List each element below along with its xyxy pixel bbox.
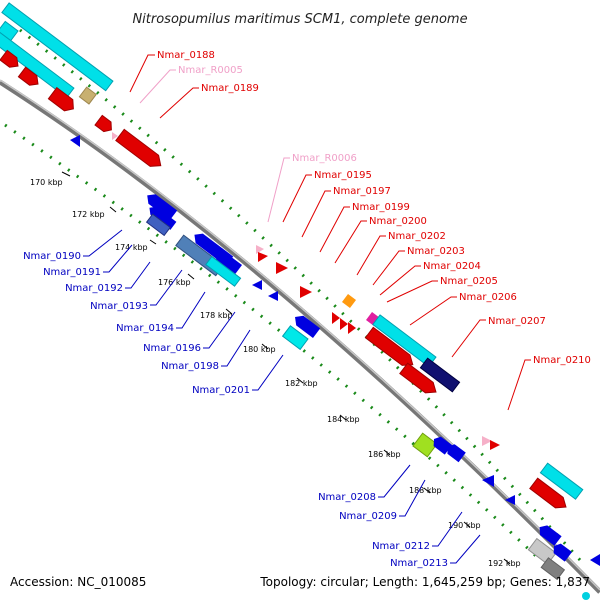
gene-label[interactable]: Nmar_0199 xyxy=(352,202,410,213)
gene-arrow[interactable] xyxy=(300,286,312,298)
gene-arrow[interactable] xyxy=(550,541,572,562)
gene-label[interactable]: Nmar_R0005 xyxy=(178,65,243,76)
gene-arrow[interactable] xyxy=(505,495,515,505)
gene-label[interactable]: Nmar_0213 xyxy=(390,558,448,569)
gene-label[interactable]: Nmar_0197 xyxy=(333,186,391,197)
tick-label: 180 kbp xyxy=(243,345,276,354)
forward-labels: Nmar_0188 Nmar_R0005 Nmar_0189 Nmar_R000… xyxy=(157,50,591,366)
gene-label[interactable]: Nmar_0200 xyxy=(369,216,427,227)
forward-leader-lines xyxy=(129,54,531,411)
gene-arrow[interactable] xyxy=(536,522,562,546)
gene-arrow[interactable] xyxy=(540,557,566,581)
gene-arrow[interactable] xyxy=(399,362,440,397)
forward-strand-genes xyxy=(0,2,584,512)
gene-label[interactable]: Nmar_0210 xyxy=(533,355,591,366)
gene-label[interactable]: Nmar_0209 xyxy=(339,511,397,522)
gene-arrow[interactable] xyxy=(490,440,500,450)
gene-arrow[interactable] xyxy=(291,312,321,339)
gene-arrow[interactable] xyxy=(258,252,268,262)
tick-label: 188 kbp xyxy=(409,486,442,495)
gene-label[interactable]: Nmar_0188 xyxy=(157,50,215,61)
gene-arrow[interactable] xyxy=(281,325,309,351)
gene-arrow[interactable] xyxy=(430,434,452,455)
tick-label: 192 kbp xyxy=(488,559,521,568)
tick-label: 186 kbp xyxy=(368,450,401,459)
gene-arrow[interactable] xyxy=(276,262,288,274)
gene-arrow[interactable] xyxy=(252,280,262,290)
gene-arrow[interactable] xyxy=(144,191,178,221)
gene-arrow[interactable] xyxy=(145,213,171,237)
gene-label[interactable]: Nmar_0208 xyxy=(318,492,376,503)
gene-arrow[interactable] xyxy=(590,554,600,566)
gene-arrow[interactable] xyxy=(146,204,177,230)
tick-label: 172 kbp xyxy=(72,210,105,219)
gene-label[interactable]: Nmar_0201 xyxy=(192,385,250,396)
gene-arrow[interactable] xyxy=(340,318,348,330)
gene-arrow[interactable] xyxy=(212,248,242,275)
gene-arrow[interactable] xyxy=(115,128,165,171)
gene-arrow[interactable] xyxy=(341,293,357,309)
gene-label[interactable]: Nmar_0195 xyxy=(314,170,372,181)
gene-label[interactable]: Nmar_0204 xyxy=(423,261,481,272)
gene-arrow[interactable] xyxy=(529,477,570,512)
genome-backbone xyxy=(0,79,600,594)
accession-text: Accession: NC_010085 xyxy=(10,575,146,589)
gene-arrow[interactable] xyxy=(332,312,340,324)
genome-backbone-highlight xyxy=(0,79,600,591)
gene-label[interactable]: Nmar_0205 xyxy=(440,276,498,287)
gene-arrow[interactable] xyxy=(47,86,77,115)
gene-arrow[interactable] xyxy=(17,66,41,89)
gene-arrow[interactable] xyxy=(0,20,19,42)
gene-arrow[interactable] xyxy=(268,291,278,301)
gene-arrow[interactable] xyxy=(539,462,584,500)
gene-arrow[interactable] xyxy=(1,2,114,92)
gene-arrow[interactable] xyxy=(205,255,242,287)
reverse-labels: Nmar_0190 Nmar_0191 Nmar_0192 Nmar_0193 … xyxy=(23,251,448,569)
genome-title: Nitrosopumilus maritimus SCM1, complete … xyxy=(132,12,467,27)
gene-label[interactable]: Nmar_0206 xyxy=(459,292,517,303)
gene-arrow[interactable] xyxy=(482,475,494,487)
tick-label: 182 kbp xyxy=(285,379,318,388)
gene-arrow[interactable] xyxy=(412,432,438,458)
gene-arrow[interactable] xyxy=(419,357,461,393)
gene-arrow[interactable] xyxy=(0,21,75,99)
gene-arrow[interactable] xyxy=(70,135,80,147)
tick-label: 178 kbp xyxy=(200,311,233,320)
gene-label[interactable]: Nmar_0194 xyxy=(116,323,174,334)
rna-gene-arrow[interactable] xyxy=(256,245,264,254)
gene-label[interactable]: Nmar_0193 xyxy=(90,301,148,312)
tick-label: 184 kbp xyxy=(327,415,360,424)
gene-label[interactable]: Nmar_0190 xyxy=(23,251,81,262)
gene-label[interactable]: Nmar_0202 xyxy=(388,231,446,242)
rna-gene-arrow[interactable] xyxy=(482,436,492,446)
gene-label[interactable]: Nmar_0196 xyxy=(143,343,201,354)
tick-label: 174 kbp xyxy=(115,243,148,252)
tick-label: 176 kbp xyxy=(158,278,191,287)
rna-gene-arrow[interactable] xyxy=(112,132,118,140)
gene-label[interactable]: Nmar_0189 xyxy=(201,83,259,94)
gene-label[interactable]: Nmar_R0006 xyxy=(292,153,357,164)
gene-arrow[interactable] xyxy=(582,592,590,600)
reverse-strand-genes xyxy=(70,135,600,600)
reverse-leader-lines xyxy=(83,229,481,564)
tick-label: 190 kbp xyxy=(448,521,481,530)
genome-summary-text: Topology: circular; Length: 1,645,259 bp… xyxy=(259,575,590,589)
gene-label[interactable]: Nmar_0203 xyxy=(407,246,465,257)
gene-arrow[interactable] xyxy=(348,322,356,334)
gene-arrow[interactable] xyxy=(94,114,115,134)
gene-label[interactable]: Nmar_0207 xyxy=(488,316,546,327)
gene-label[interactable]: Nmar_0191 xyxy=(43,267,101,278)
gene-label[interactable]: Nmar_0192 xyxy=(65,283,123,294)
gene-arrow[interactable] xyxy=(444,442,466,463)
gene-arrow[interactable] xyxy=(78,86,97,105)
inner-dotted-guide xyxy=(4,123,542,562)
tick-marks xyxy=(61,171,511,565)
gene-label[interactable]: Nmar_0198 xyxy=(161,361,219,372)
gene-label[interactable]: Nmar_0212 xyxy=(372,541,430,552)
gene-arrow[interactable] xyxy=(0,49,22,70)
tick-label: 170 kbp xyxy=(30,178,63,187)
